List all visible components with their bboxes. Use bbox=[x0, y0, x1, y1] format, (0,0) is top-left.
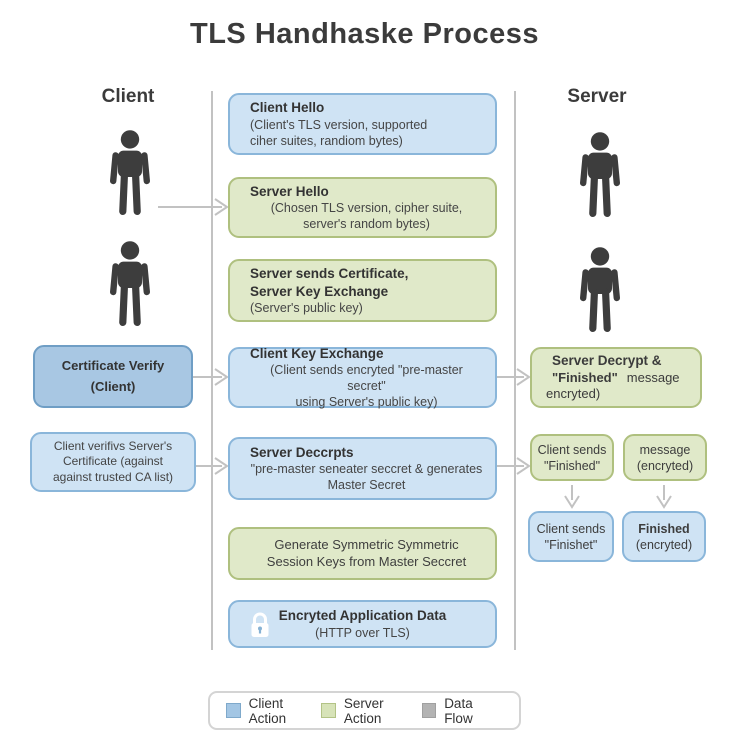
box-server-hello: Server Hello (Chosen TLS version, cipher… bbox=[228, 177, 497, 238]
page-title: TLS Handhaske Process bbox=[190, 18, 539, 50]
server-person-icon-2 bbox=[574, 246, 626, 334]
box-subtitle: (Client) bbox=[90, 378, 136, 394]
legend-label: Server Action bbox=[343, 695, 384, 726]
box-server-decrypts: Server Deccrpts "pre-master seneater sec… bbox=[228, 437, 497, 500]
box-client-hello: Client Hello (Client's TLS version, supp… bbox=[228, 93, 497, 155]
box-title: Server Hello bbox=[250, 183, 329, 199]
arrow-client-key-exchange-to-server-decrypt bbox=[497, 368, 531, 386]
box-line: "Finished" message bbox=[546, 370, 690, 387]
box-title: Client Key Exchange bbox=[250, 345, 384, 361]
box-title: Server sends Certificate, Server Key Exc… bbox=[250, 266, 409, 299]
box-client-sends-finishet: Client sends "Finishet" bbox=[528, 511, 614, 562]
box-title: Client Hello bbox=[250, 100, 325, 116]
legend: Client Action Server Action Data Flow bbox=[208, 691, 521, 730]
box-title: Certificate Verify bbox=[61, 357, 165, 373]
box-certificate-verify: Certificate Verify (Client) bbox=[33, 345, 193, 408]
legend-label: Client Action bbox=[248, 695, 287, 726]
box-encrypted-application-data: Encryted Application Data (HTTP over TLS… bbox=[228, 600, 497, 648]
box-desc: (Client sends encryted "pre-master secre… bbox=[270, 363, 463, 410]
box-desc: (Server's public key) bbox=[250, 300, 363, 315]
client-person-icon-2 bbox=[104, 240, 156, 328]
box-title: Encryted Application Data bbox=[278, 608, 447, 624]
box-client-key-exchange: Client Key Exchange (Client sends encryt… bbox=[228, 345, 497, 410]
box-title: Server Deccrpts bbox=[250, 444, 354, 460]
box-message-encrypted: message (encryted) bbox=[623, 434, 707, 481]
lock-icon bbox=[251, 612, 269, 637]
box-desc: (HTTP over TLS) bbox=[315, 625, 410, 640]
arrow-down-client-sends-finished bbox=[564, 485, 580, 509]
box-title: Server Decrypt & bbox=[552, 353, 662, 369]
box-finished-encrypted: Finished (encryted) bbox=[622, 511, 706, 562]
client-person-icon-1 bbox=[104, 129, 156, 217]
server-column-label: Server bbox=[567, 86, 627, 107]
box-server-decrypt-finished: Server Decrypt & "Finished" message encry… bbox=[530, 347, 702, 408]
box-text: Client sends "Finished" bbox=[537, 442, 607, 473]
box-client-sends-finished: Client sends "Finished" bbox=[530, 434, 614, 481]
legend-item-server-action: Server Action bbox=[321, 696, 421, 726]
legend-item-client-action: Client Action bbox=[226, 696, 321, 726]
legend-item-data-flow: Data Flow bbox=[421, 695, 503, 726]
arrow-certificate-verify-to-client-key-exchange bbox=[193, 368, 229, 386]
box-desc: Client verifivs Server's Certificate (ag… bbox=[52, 438, 174, 484]
box-desc: "pre-master seneater seccret & generates… bbox=[250, 462, 483, 493]
data-flow-swatch bbox=[421, 703, 437, 718]
box-desc: (Client's TLS version, supported ciher s… bbox=[250, 117, 428, 148]
finished-bold: "Finished" bbox=[552, 369, 618, 385]
arrow-down-message-encrypted bbox=[656, 485, 672, 509]
box-text-bold: Finished bbox=[638, 521, 690, 536]
box-text: (encryted) bbox=[635, 537, 693, 552]
arrow-client-verifies-to-server-decrypts bbox=[196, 457, 229, 475]
box-client-verifies-certificate: Client verifivs Server's Certificate (ag… bbox=[30, 432, 196, 492]
box-text: message (encryted) bbox=[636, 442, 694, 473]
arrow-client-to-server-hello bbox=[158, 198, 229, 216]
server-person-icon-1 bbox=[574, 131, 626, 219]
legend-label: Data Flow bbox=[444, 695, 473, 726]
box-generate-session-keys: Generate Symmetric Symmetric Session Key… bbox=[228, 527, 497, 580]
box-line: encryted) bbox=[546, 386, 601, 402]
box-desc: (Chosen TLS version, cipher suite, serve… bbox=[270, 201, 463, 232]
box-desc: Generate Symmetric Symmetric Session Key… bbox=[266, 536, 467, 569]
box-server-certificate: Server sends Certificate, Server Key Exc… bbox=[228, 259, 497, 322]
client-column-label: Client bbox=[101, 86, 155, 107]
box-text: Client sends "Finishet" bbox=[536, 521, 606, 552]
server-action-swatch bbox=[321, 703, 336, 718]
message-text: message bbox=[626, 369, 680, 385]
arrow-server-decrypts-to-client-sends-finished bbox=[497, 457, 531, 475]
client-action-swatch bbox=[226, 703, 241, 718]
